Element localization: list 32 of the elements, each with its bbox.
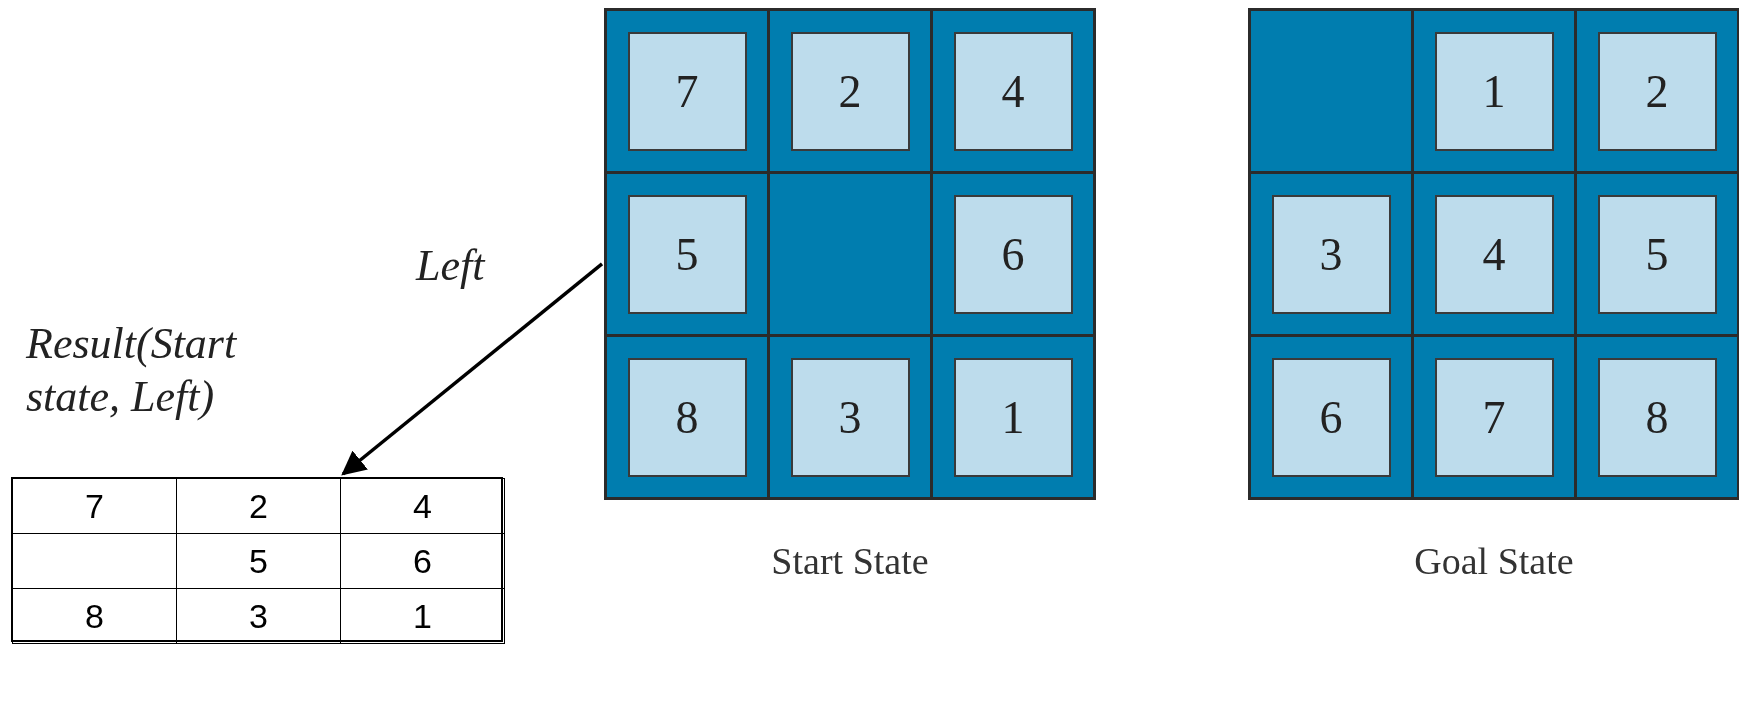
cell-number: 5 — [249, 540, 268, 582]
number-tile: 1 — [953, 357, 1073, 477]
cell-number: 8 — [85, 595, 104, 637]
cell-number: 6 — [413, 540, 432, 582]
state-table — [11, 477, 503, 642]
number-tile: 2 — [790, 31, 910, 151]
number-tile: 1 — [1434, 31, 1554, 151]
cell-number: 4 — [413, 485, 432, 527]
number-tile: 7 — [627, 31, 747, 151]
cell-number: 3 — [249, 595, 268, 637]
number-tile: 8 — [1597, 357, 1717, 477]
board-caption: Start State — [770, 539, 930, 584]
number-tile: 7 — [1434, 357, 1554, 477]
board-caption: Goal State — [1413, 539, 1575, 584]
number-tile: 8 — [627, 357, 747, 477]
number-tile: 6 — [1271, 357, 1391, 477]
edge-label: Left — [416, 244, 485, 288]
number-tile: 2 — [1597, 31, 1717, 151]
cell-number: 7 — [85, 485, 104, 527]
cell-number: 2 — [249, 485, 268, 527]
puzzle-board — [604, 8, 1096, 500]
arrow — [341, 262, 604, 476]
number-tile: 3 — [790, 357, 910, 477]
table-caption: Result(Start state, Left) — [26, 318, 238, 423]
number-tile: 5 — [627, 194, 747, 314]
number-tile: 4 — [1434, 194, 1554, 314]
cell-number: 1 — [413, 595, 432, 637]
number-tile: 6 — [953, 194, 1073, 314]
puzzle-board — [1248, 8, 1739, 500]
number-tile: 5 — [1597, 194, 1717, 314]
number-tile: 3 — [1271, 194, 1391, 314]
number-tile: 4 — [953, 31, 1073, 151]
